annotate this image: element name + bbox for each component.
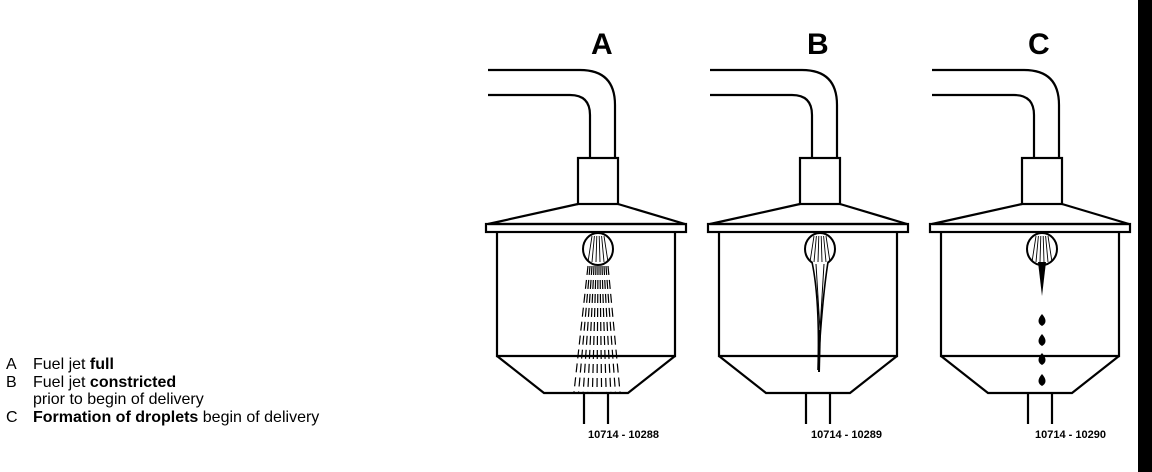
legend-item-b: B Fuel jet constricted <box>6 374 319 392</box>
legend-item-c: C Formation of droplets begin of deliver… <box>6 409 319 427</box>
panel-letter-b: B <box>807 28 829 61</box>
fuel-droplet <box>1038 374 1046 386</box>
legend-text: Fuel jet <box>33 356 90 373</box>
fuel-jet-streak <box>601 265 607 393</box>
vessel-body <box>717 232 899 358</box>
nozzle-neck <box>798 156 842 206</box>
nozzle-panel-b <box>706 68 910 424</box>
fuel-jet-streak <box>582 265 593 393</box>
panel-letter-c: C <box>1028 28 1050 61</box>
nozzle-tip-hatch <box>603 235 609 263</box>
vessel-cover-rim <box>706 222 910 234</box>
fuel-jet-streak <box>607 265 621 393</box>
black-edge-bar <box>1138 0 1152 472</box>
vessel-cover-rim <box>484 222 688 234</box>
fuel-jet-streak <box>573 265 589 393</box>
vessel-cover-rim <box>928 222 1132 234</box>
nozzle-tip-outline <box>582 232 614 266</box>
nozzle-tip-outline <box>804 232 836 266</box>
vessel-body <box>939 232 1121 358</box>
legend-key: C <box>6 408 18 426</box>
inlet-pipe-inner-wall <box>932 93 1036 158</box>
nozzle-tip-hatch <box>825 235 831 263</box>
legend-item-a: A Fuel jet full <box>6 356 319 374</box>
legend-key: B <box>6 373 17 391</box>
fuel-droplet <box>1038 334 1046 346</box>
legend-bold-text: constricted <box>89 373 177 391</box>
nozzle-panel-c <box>928 68 1132 424</box>
fuel-spray <box>1038 262 1046 386</box>
nozzle-tip-hatch <box>601 235 605 263</box>
fuel-jet-streak <box>587 265 595 393</box>
inlet-pipe-outer-wall <box>710 68 839 158</box>
fuel-jet-streak <box>578 265 591 393</box>
vessel-cover <box>931 202 1130 226</box>
nozzle-tip-hatch <box>823 235 827 263</box>
nozzle-tip-hatch <box>1045 235 1049 263</box>
fuel-jet-streak <box>596 265 599 393</box>
legend-bold-text: Formation of droplets <box>33 408 199 426</box>
nozzle-tip-hatch <box>1039 235 1042 263</box>
legend-key: A <box>6 356 17 373</box>
fuel-jet-streak <box>605 265 616 393</box>
fuel-spray <box>573 265 621 393</box>
nozzle-tip-hatch <box>809 235 815 263</box>
constricted-jet-tail <box>818 329 821 373</box>
constricted-jet-outline <box>811 261 829 371</box>
fuel-droplet <box>1038 314 1046 326</box>
nozzle-neck <box>1020 156 1064 206</box>
vessel-funnel <box>718 355 898 395</box>
nozzle-tip-hatch <box>1042 235 1045 263</box>
nozzle-tip-outline <box>1026 232 1058 266</box>
vessel-cover <box>487 202 686 226</box>
nozzle-tip-hatch <box>1047 235 1053 263</box>
legend-bold-text: full <box>89 356 114 373</box>
legend: A Fuel jet full B Fuel jet constricted p… <box>6 356 319 426</box>
figure-code-a: 10714 - 10288 <box>588 429 659 441</box>
droplet-stream <box>1038 262 1046 296</box>
nozzle-tip-hatch <box>820 235 823 263</box>
fuel-jet-streak <box>591 265 597 393</box>
fuel-spray <box>811 261 829 373</box>
figure-code-b: 10714 - 10289 <box>811 429 882 441</box>
figure-code-c: 10714 - 10290 <box>1035 429 1106 441</box>
fuel-jet-streak <box>603 265 612 393</box>
legend-key <box>6 391 33 409</box>
nozzle-tip-hatch <box>591 235 595 263</box>
legend-item-b-continued: prior to begin of delivery <box>6 391 319 409</box>
vessel-funnel <box>496 355 676 395</box>
nozzle-tip-hatch <box>1035 235 1039 263</box>
nozzle-tip-hatch <box>813 235 817 263</box>
nozzle-panel-a <box>484 68 688 424</box>
inlet-pipe-outer-wall <box>488 68 617 158</box>
nozzle-tip <box>1026 232 1058 266</box>
legend-text: prior to begin of delivery <box>33 391 204 408</box>
nozzle-tip-hatch <box>587 235 593 263</box>
nozzle-neck <box>576 156 620 206</box>
inlet-pipe-outer-wall <box>932 68 1061 158</box>
nozzle-tip-hatch <box>817 235 820 263</box>
inlet-pipe-inner-wall <box>488 93 592 158</box>
nozzle-tip-hatch <box>595 235 598 263</box>
nozzle-tip <box>804 232 836 266</box>
panel-letter-a: A <box>591 28 613 61</box>
vessel-cover <box>709 202 908 226</box>
fuel-jet-streak <box>599 265 603 393</box>
legend-text: begin of delivery <box>198 408 320 426</box>
nozzle-tip <box>582 232 614 266</box>
nozzle-tip-hatch <box>1031 235 1037 263</box>
fuel-droplet <box>1038 353 1046 365</box>
vessel-funnel <box>940 355 1120 395</box>
nozzle-tip-hatch <box>598 235 601 263</box>
inlet-pipe-inner-wall <box>710 93 814 158</box>
legend-text: Fuel jet <box>33 373 90 391</box>
